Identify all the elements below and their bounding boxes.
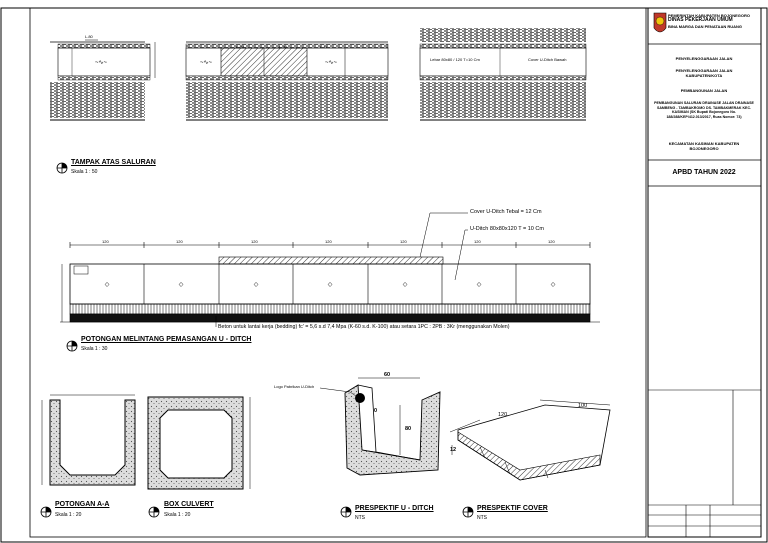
plan-label-4: L.17: [320, 44, 328, 49]
dim-60: 60: [384, 372, 391, 378]
cover-thickness-note: Cover U-Ditch Tebal = 12 Cm: [470, 209, 542, 215]
plan-title-marker: [56, 162, 68, 174]
svg-text:◇: ◇: [477, 282, 482, 288]
section-dim-6: 120: [474, 239, 481, 244]
tb-item-3: PEMBANGUNAN JALAN: [680, 88, 728, 93]
svg-text:◇: ◇: [328, 282, 333, 288]
svg-text:◇: ◇: [551, 282, 556, 288]
budget-year: APBD TAHUN 2022: [672, 169, 736, 176]
cover-perspective: [449, 399, 611, 481]
box-culvert: [147, 396, 251, 490]
section-dim-5: 120: [400, 239, 407, 244]
org-line-2: DINAS PEKERJAAN UMUM: [668, 17, 733, 23]
svg-text:◇: ◇: [179, 282, 184, 288]
svg-text:~∿~: ~∿~: [200, 60, 213, 66]
plan-note-1: Lebar 80x80 / 120 T=10 Cm: [430, 57, 480, 62]
section-dim-2: 120: [176, 239, 183, 244]
cover-persp-title: PRESPEKTIF COVER: [477, 505, 548, 512]
tb-item-1: PENYELENGGARAAN JALAN: [675, 56, 733, 61]
dim-0: 0: [374, 408, 378, 414]
plan-view-2: ~∿~ ~∿~: [185, 41, 389, 121]
box-culvert-marker: [148, 506, 160, 518]
section-dim-7: 120: [548, 239, 555, 244]
u-ditch-logo-label: Logo Pabrikan U-Ditch: [274, 384, 315, 389]
plan-view-3: [419, 28, 587, 121]
u-ditch-note: U-Ditch 80x80x120 T = 10 Cm: [470, 226, 544, 232]
dim-12: 12: [450, 447, 457, 453]
tb-item-2: PENYELENGGARAAN JALAN KABUPATEN/KOTA: [675, 68, 733, 78]
plan-label-2: L.20: [236, 44, 244, 49]
plan-note-2: Cover U-Ditch Bawah: [528, 57, 567, 62]
section-dim-3: 120: [251, 239, 258, 244]
plan-view-1: ~∿~: [50, 39, 156, 121]
svg-text:~∿~: ~∿~: [325, 60, 338, 66]
box-culvert-scale: Skala 1 : 20: [164, 512, 191, 518]
plan-label-3: L.20: [279, 44, 287, 49]
u-ditch-marker: [340, 506, 352, 518]
svg-text:◇: ◇: [105, 282, 110, 288]
section-view-title: POTONGAN MELINTANG PEMASANGAN U - DITCH: [81, 336, 252, 343]
plan-view-scale: Skala 1 : 50: [71, 169, 98, 175]
section-a-marker: [40, 506, 52, 518]
section-title-marker: [66, 340, 78, 352]
concrete-bedding-note: Beton untuk lantai kerja (bedding) fc' =…: [218, 324, 510, 330]
org-line-1: PEMERINTAH KABUPATEN BOJONEGORO: [668, 13, 751, 18]
section-a-scale: Skala 1 : 20: [55, 512, 82, 518]
dim-100: 100: [578, 403, 588, 409]
section-dim-1: 120: [102, 239, 109, 244]
tb-item-4: PEMBANGUNAN SALURAN DRAINASE JALAN DRAIN…: [654, 101, 754, 119]
svg-text:◇: ◇: [254, 282, 259, 288]
drawing-border: [29, 7, 647, 538]
dim-120: 120: [498, 412, 508, 418]
tb-item-5: KECAMATAN KASIMAN KABUPATEN BOJONEGORO: [668, 141, 740, 151]
org-line-3: BINA MARGA DAN PENATAAN RUANG: [668, 24, 742, 29]
section-dim-4: 120: [325, 239, 332, 244]
u-ditch-persp-title: PRESPEKTIF U - DITCH: [355, 505, 434, 512]
box-culvert-title: BOX CULVERT: [164, 501, 214, 508]
section-view-scale: Skala 1 : 30: [81, 346, 108, 352]
dim-80: 80: [405, 426, 412, 432]
u-ditch-persp-scale: NTS: [355, 515, 365, 521]
u-ditch-perspective: [319, 377, 441, 476]
section-a-a: [41, 394, 136, 486]
government-logo: [653, 12, 667, 33]
plan-label-1: L.80: [85, 34, 93, 39]
svg-text:~∿~: ~∿~: [95, 60, 108, 66]
cover-marker: [462, 506, 474, 518]
cover-persp-scale: NTS: [477, 515, 487, 521]
svg-text:◇: ◇: [403, 282, 408, 288]
long-section: ◇ ◇ ◇ ◇ ◇ ◇ ◇: [60, 212, 600, 327]
plan-view-title: TAMPAK ATAS SALURAN: [71, 159, 156, 166]
title-block-border: [647, 7, 762, 538]
section-a-title: POTONGAN A-A: [55, 501, 110, 508]
